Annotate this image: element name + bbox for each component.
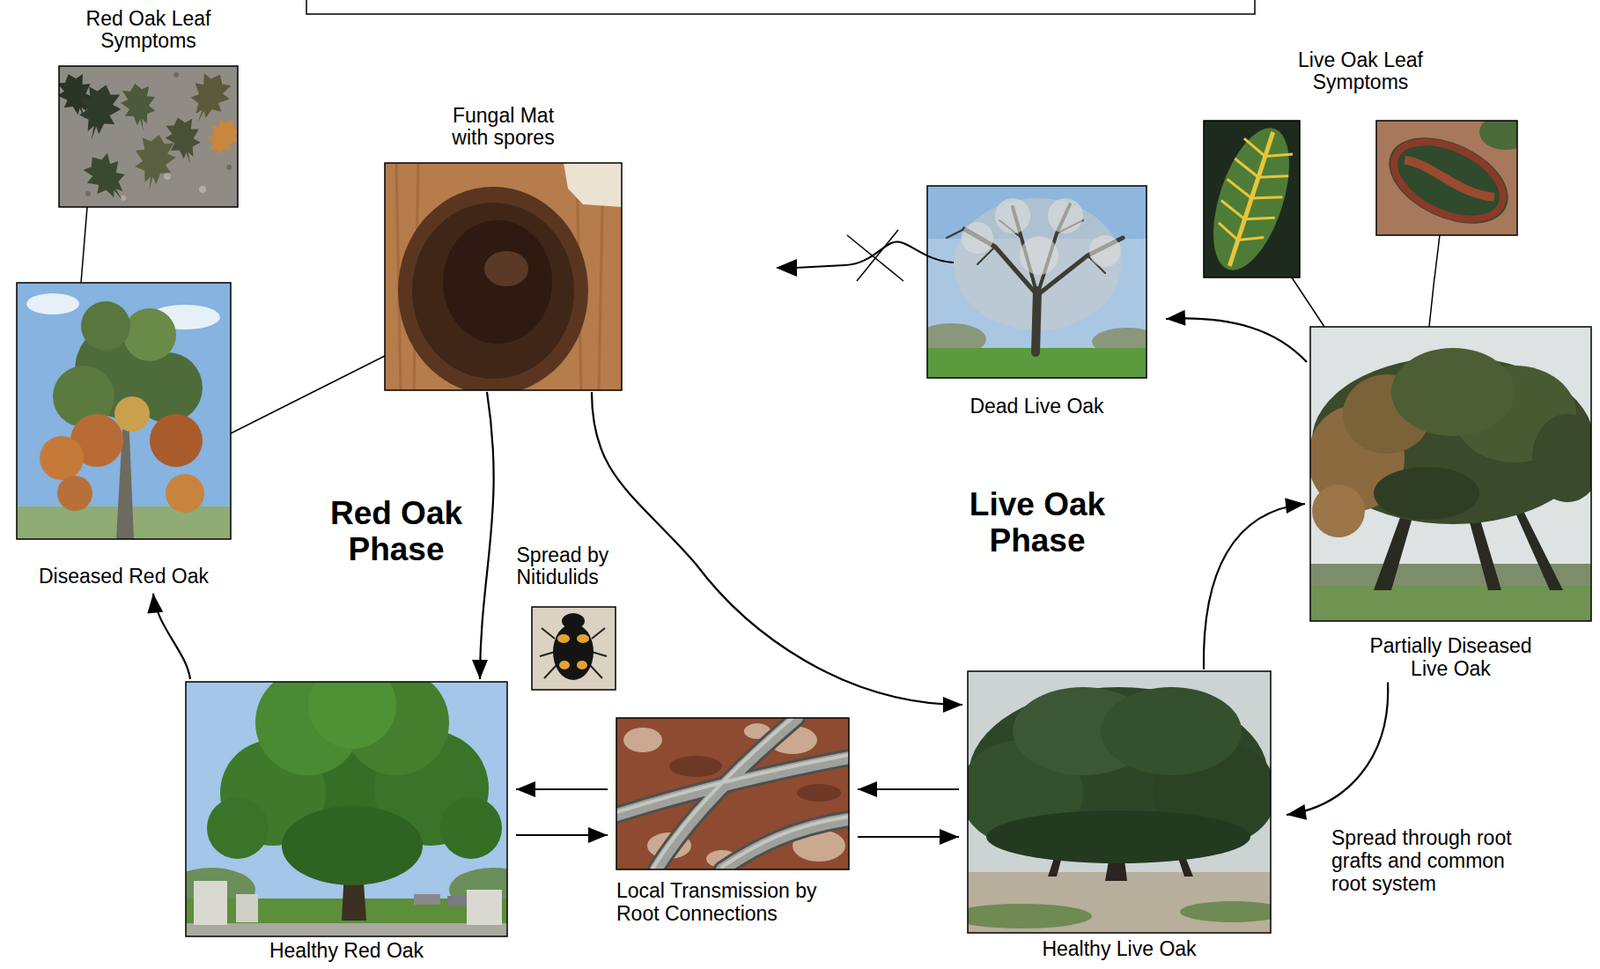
photo-panel: Dead Live Oak [927, 185, 1147, 419]
photo-frame [927, 185, 1147, 378]
arrow-connector [516, 781, 608, 797]
photo-caption: Dead Live Oak [969, 395, 1104, 419]
arrow-connector [1203, 497, 1306, 670]
connector-line [230, 355, 385, 434]
connector-line [1429, 277, 1435, 327]
photo-frame [1310, 326, 1592, 621]
arrowhead [857, 781, 878, 797]
connector-line [81, 206, 88, 283]
photo-frame [16, 282, 231, 539]
photo-frame [531, 606, 616, 690]
arrowhead [939, 828, 959, 845]
arrow-connector [857, 828, 959, 845]
photo-caption: Diseased Red Oak [38, 565, 209, 589]
photo-frame [58, 66, 238, 207]
photo-panel: Fungal Mat with spores [384, 104, 622, 391]
arrowhead [1165, 309, 1186, 326]
photo-heading: Fungal Mat with spores [437, 104, 570, 151]
arrowhead [471, 659, 488, 679]
connector-line [479, 391, 495, 679]
leader-line [230, 355, 385, 434]
photo-caption: Partially Diseased Live Oak [1356, 634, 1546, 681]
photo-panel: Spread by Nitidulids [516, 544, 632, 691]
photo-heading: Spread by Nitidulids [516, 544, 632, 590]
photo-caption: Local Transmission by Root Connections [616, 879, 849, 926]
arrow-connector [591, 391, 963, 713]
photo-frame [185, 681, 508, 937]
leader-line [1429, 277, 1435, 327]
photo-panel: Local Transmission by Root Connections [616, 717, 849, 926]
photo-caption: Healthy Live Oak [1041, 937, 1196, 961]
arrowhead [1284, 497, 1306, 514]
connector-line [1291, 277, 1325, 327]
arrow-connector [1165, 309, 1307, 362]
note-text: Spread through root grafts and common ro… [1331, 826, 1543, 895]
arrowhead [588, 826, 608, 843]
arrowhead [516, 781, 536, 797]
photo-panel: Healthy Live Oak [967, 670, 1271, 961]
photo-caption: Healthy Red Oak [269, 939, 424, 963]
arrowhead [147, 593, 163, 614]
arrow-connector [147, 593, 191, 679]
arrowhead [943, 696, 963, 713]
photo-panel: Live Oak Leaf Symptoms [1203, 49, 1518, 279]
photo-heading: Red Oak Leaf Symptoms [69, 7, 229, 54]
arrow-connector [1286, 682, 1388, 820]
arrow-connector [471, 391, 495, 679]
arrow-connector [857, 781, 959, 797]
connector-line [1203, 503, 1306, 670]
photo-frame [616, 717, 849, 870]
connector-line [1286, 682, 1388, 816]
phase-label: Live Oak Phase [949, 486, 1126, 559]
photo-heading: Live Oak Leaf Symptoms [1281, 49, 1440, 96]
photo-frame [967, 670, 1271, 933]
connector-line [591, 391, 963, 705]
photo-panel: Diseased Red Oak [16, 282, 231, 589]
photo-frame [1203, 120, 1518, 278]
photo-panel: Red Oak Leaf Symptoms [58, 7, 238, 208]
photo-panel: Healthy Red Oak [185, 681, 508, 963]
arrow-connector [516, 826, 608, 843]
leader-line [1291, 277, 1325, 327]
photo-frame [384, 162, 622, 391]
phase-label: Red Oak Phase [308, 495, 485, 568]
photo-panel: Partially Diseased Live Oak [1310, 326, 1592, 681]
arrowhead [1286, 803, 1307, 820]
leader-line [81, 206, 88, 283]
connector-line [1165, 317, 1307, 362]
